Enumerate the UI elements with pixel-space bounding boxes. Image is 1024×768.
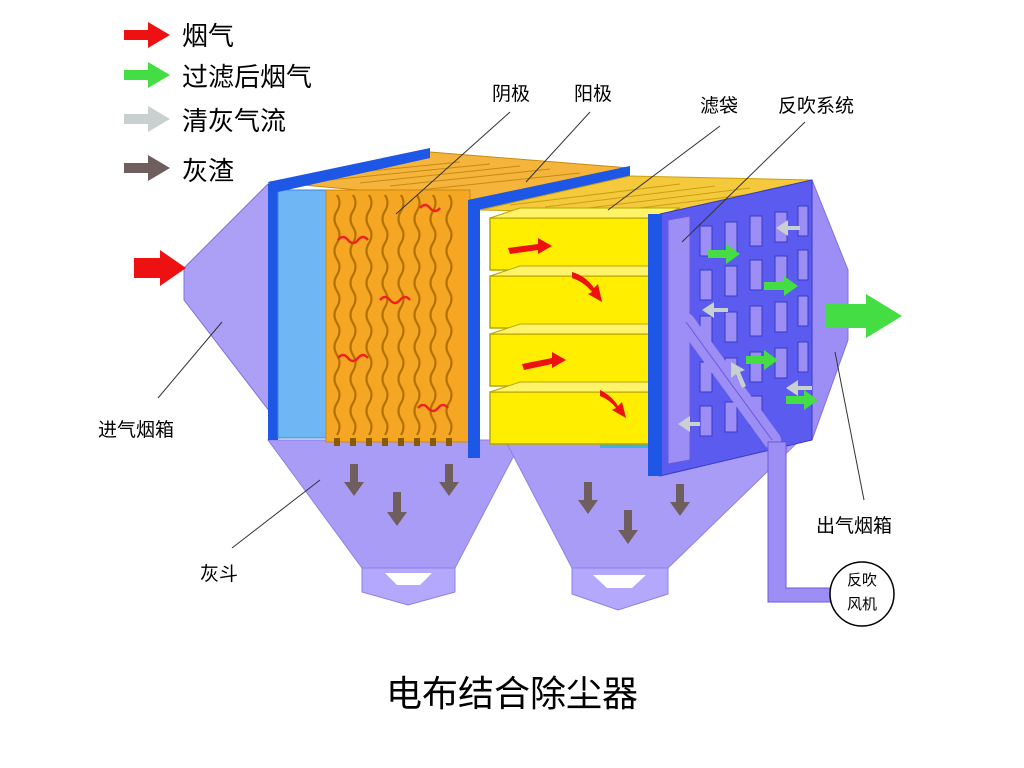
diagram-title: 电布结合除尘器 (386, 674, 638, 715)
ash-hopper-right-outlet (571, 567, 669, 611)
legend-label-filtered-gas: 过滤后烟气 (182, 63, 312, 93)
flue-gas-inlet-arrow (134, 250, 186, 286)
esp-inlet-plate (277, 189, 327, 439)
esp-flue-gas-squiggles (337, 203, 449, 413)
bag-flue-gas-arrows (508, 238, 626, 418)
clean-gas-outlet-arrow (826, 294, 902, 338)
mid-frame-top (468, 166, 630, 210)
mid-frame-left (468, 200, 480, 458)
esp-top-frame (268, 148, 430, 192)
legend-item-cleaning-airflow: 清灰气流 (124, 106, 286, 137)
cathode-wires (333, 194, 453, 436)
legend-item-ash: 灰渣 (124, 155, 234, 187)
filter-bag-3 (489, 333, 656, 387)
legend-label-flue-gas: 烟气 (182, 22, 234, 52)
blowback-header (667, 215, 691, 465)
leader-lines (157, 111, 865, 549)
label-filter-bag: 滤袋 (700, 95, 738, 117)
green-arrow-icon (124, 62, 170, 88)
label-blowback-system: 反吹系统 (778, 95, 854, 117)
filter-bag-4 (489, 391, 656, 445)
label-anode: 阳极 (574, 83, 612, 105)
blowback-fan: 反吹 风机 (829, 561, 895, 627)
ash-hopper-right-opening (593, 575, 646, 588)
gray-arrow-icon (124, 106, 170, 132)
label-inlet-box: 进气烟箱 (98, 419, 174, 441)
legend-item-filtered-gas: 过滤后烟气 (124, 62, 312, 93)
legend-label-cleaning-airflow: 清灰气流 (182, 107, 286, 137)
fan-label-line1: 反吹 (847, 571, 877, 589)
ash-falling-arrows (344, 464, 690, 544)
ash-hopper-left-opening (385, 573, 432, 585)
red-arrow-icon (124, 22, 170, 48)
legend-item-flue-gas: 烟气 (124, 22, 234, 52)
blowback-arm-outline (685, 321, 773, 441)
inlet-flue-box (183, 180, 271, 414)
legend: 烟气 过滤后烟气 清灰气流 灰渣 (124, 22, 312, 187)
esp-frame-left (268, 184, 278, 440)
fan-circle (829, 561, 895, 627)
label-ash-hopper: 灰斗 (200, 563, 238, 585)
legend-label-ash: 灰渣 (182, 157, 234, 187)
wire-weights (334, 438, 452, 446)
label-cathode: 阴极 (492, 83, 530, 105)
outlet-plenum (648, 179, 902, 603)
brown-arrow-icon (124, 155, 170, 181)
outlet-frame-left (648, 214, 662, 476)
filter-bag-1-top (489, 207, 681, 219)
label-outlet-box: 出气烟箱 (816, 515, 892, 537)
filter-bag-2 (489, 275, 656, 329)
filtered-gas-arrows (708, 244, 818, 410)
filter-bag-1 (489, 217, 656, 271)
electrostatic-section (268, 148, 631, 458)
ash-hopper-left-outlet (361, 567, 456, 606)
fan-label-line2: 风机 (847, 595, 877, 613)
